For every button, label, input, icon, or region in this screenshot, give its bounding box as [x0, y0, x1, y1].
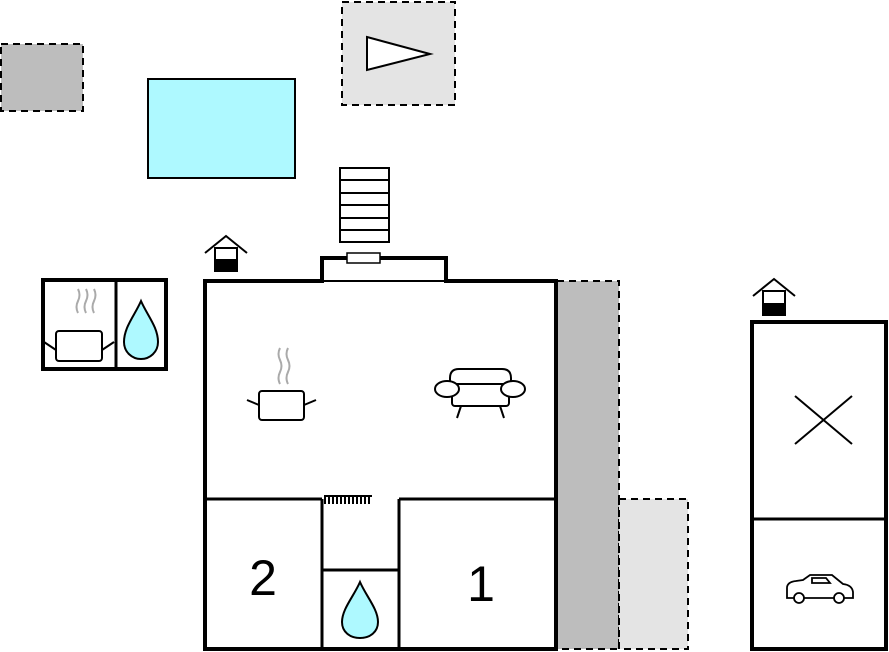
- terrace-strip-light: [618, 498, 689, 650]
- water-drop-icon: [122, 298, 160, 361]
- outdoor-kitchen-box: [41, 278, 168, 371]
- house-entrance-icon: [204, 234, 248, 272]
- entrance-door: [346, 252, 381, 264]
- bedroom-label-right: 1: [467, 556, 495, 612]
- cooking-pot-icon-body: [43, 330, 115, 362]
- car-icon: [786, 574, 854, 604]
- sofa-icon: [434, 368, 526, 419]
- main-building: [203, 252, 558, 651]
- annex-building: [750, 320, 888, 651]
- bedroom-label-left: 2: [249, 550, 277, 606]
- play-triangle-icon: [366, 35, 434, 72]
- cross-icon: [794, 395, 853, 445]
- water-drop-icon-bathroom: [340, 579, 380, 640]
- terrace-strip-dark: [556, 280, 620, 650]
- radiator-icon: [324, 495, 372, 504]
- terrace-patch-top-left: [0, 43, 84, 112]
- cooking-pot-icon: [75, 288, 97, 314]
- play-area: [341, 1, 456, 106]
- pool: [147, 78, 296, 179]
- stairs-icon: [339, 167, 390, 243]
- house-entrance-icon-annex: [752, 277, 796, 316]
- cooking-pot-icon-main: [246, 347, 317, 421]
